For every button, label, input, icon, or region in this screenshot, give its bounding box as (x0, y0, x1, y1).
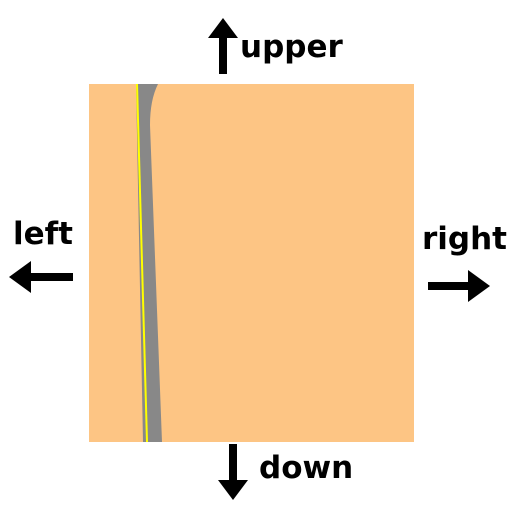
road-centerline (136, 83, 148, 443)
arrow-right-icon (428, 270, 490, 302)
arrow-up-icon (208, 18, 238, 74)
direction-label-down: down (259, 450, 354, 486)
direction-label-right: right (422, 221, 507, 257)
direction-label-upper: upper (240, 29, 343, 65)
direction-label-left: left (13, 216, 73, 252)
arrow-left-icon (9, 261, 73, 293)
arrow-down-icon (218, 444, 248, 500)
road (136, 84, 162, 442)
